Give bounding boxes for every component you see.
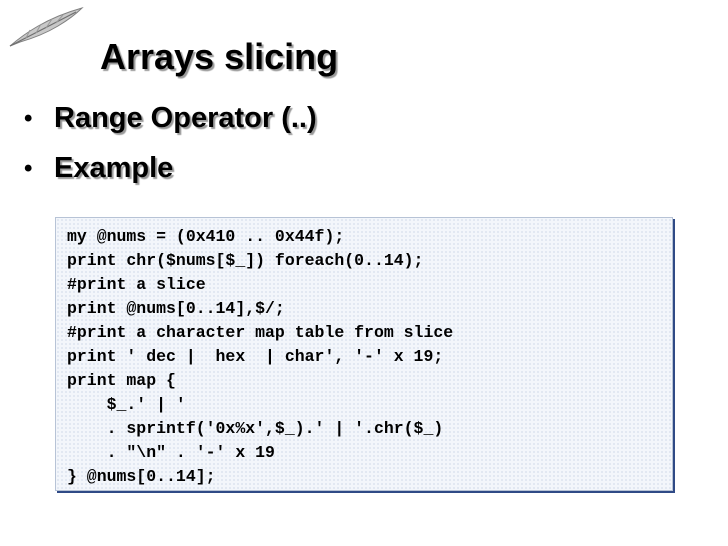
code-line: . "\n" . '-' x 19 (67, 443, 275, 462)
code-line: $_.' | ' (67, 395, 186, 414)
code-line: print ' dec | hex | char', '-' x 19; (67, 347, 444, 366)
bullet-dot-icon: • (24, 105, 33, 132)
slide-title: Arrays slicing (100, 36, 339, 77)
code-line: print @nums[0..14],$/; (67, 299, 285, 318)
code-line: my @nums = (0x410 .. 0x44f); (67, 227, 345, 246)
code-line: #print a character map table from slice (67, 323, 454, 342)
bullet-text: Example (54, 152, 174, 184)
code-line: . sprintf('0x%x',$_).' | '.chr($_) (67, 419, 444, 438)
code-line: print map { (67, 371, 176, 390)
bullet-list: • Range Operator (..) • Example (24, 102, 317, 202)
code-line: } @nums[0..14]; (67, 467, 216, 486)
bullet-dot-icon: • (24, 155, 33, 182)
bullet-item: • Range Operator (..) (24, 102, 317, 152)
code-block: my @nums = (0x410 .. 0x44f); print chr($… (55, 217, 673, 491)
code-line: print chr($nums[$_]) foreach(0..14); (67, 251, 424, 270)
code-line: #print a slice (67, 275, 206, 294)
bullet-text: Range Operator (..) (54, 102, 317, 134)
bullet-item: • Example (24, 152, 317, 202)
quill-feather-icon (9, 7, 84, 47)
